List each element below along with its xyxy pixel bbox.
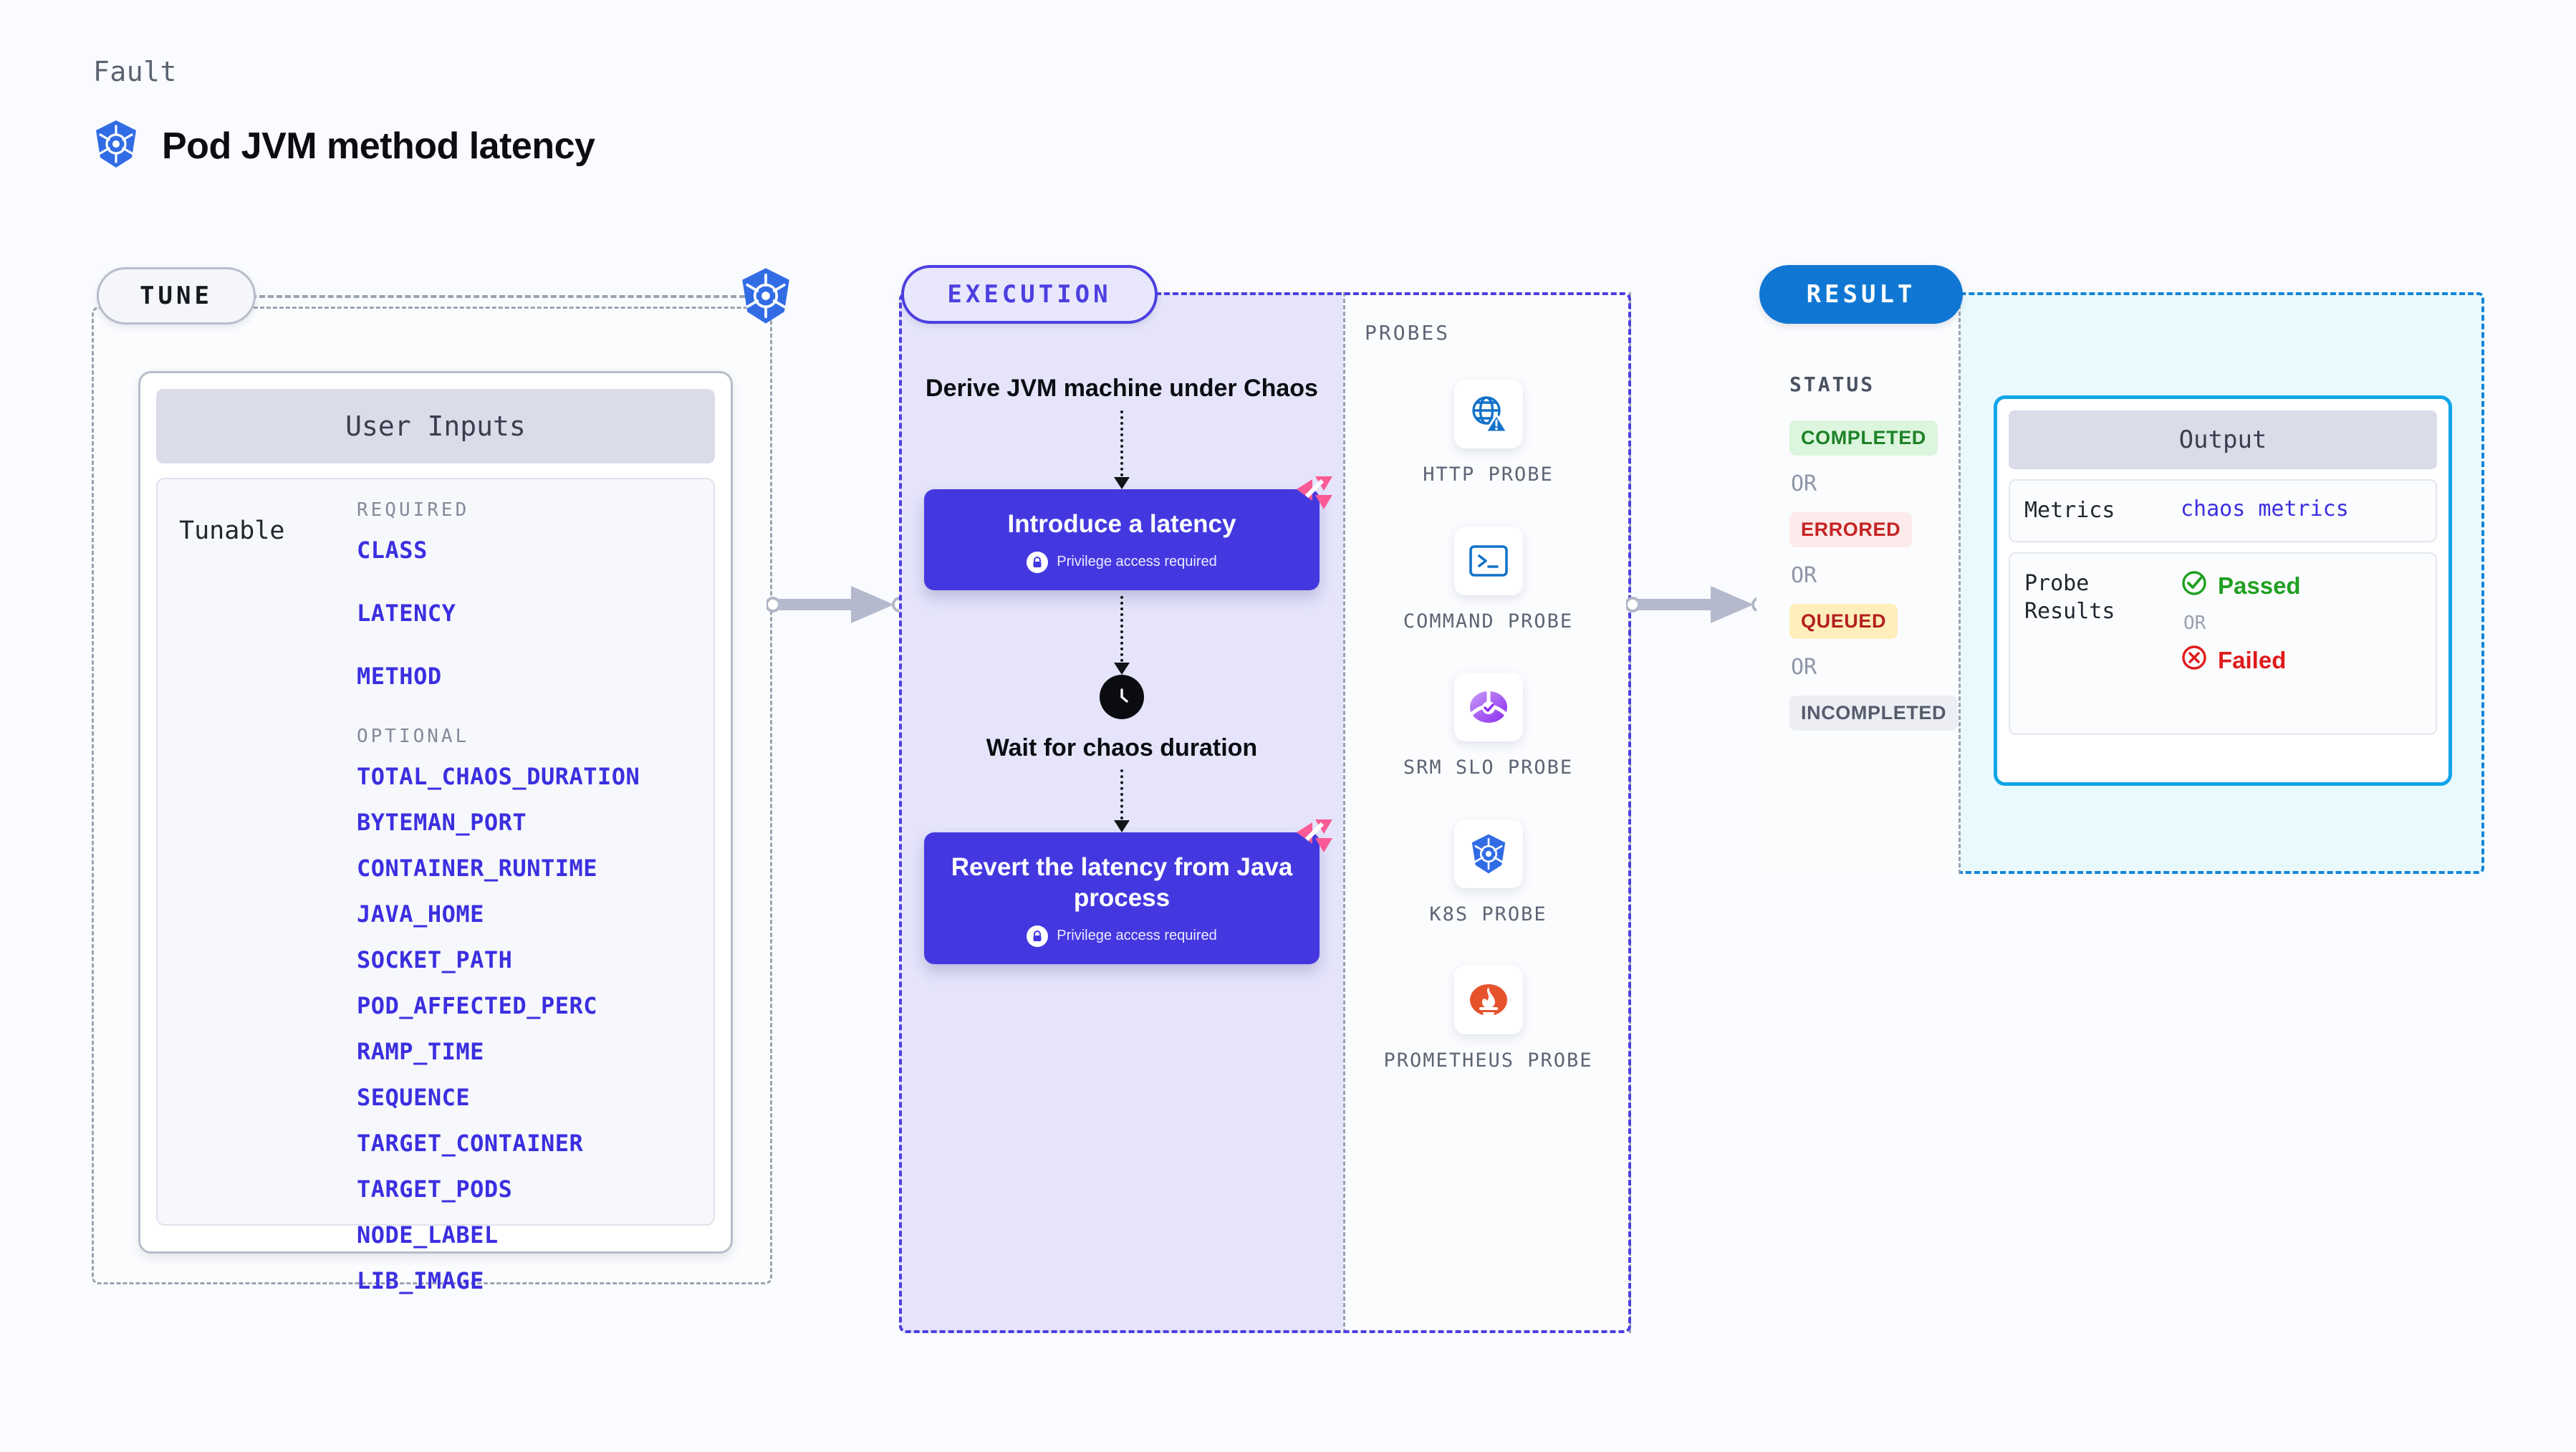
probe-label: SRM SLO PROBE — [1403, 756, 1574, 779]
optional-group-title: OPTIONAL — [357, 726, 470, 747]
param-item[interactable]: TOTAL_CHAOS_DURATION — [357, 763, 640, 790]
revert-latency-node[interactable]: Revert the latency from Java process Pri… — [924, 819, 1332, 964]
flow-arrow — [924, 764, 1320, 832]
lock-icon — [1027, 925, 1049, 947]
or-separator: OR — [1791, 563, 1817, 588]
failed-label: Failed — [2218, 646, 2287, 673]
probe-label: COMMAND PROBE — [1403, 610, 1574, 633]
param-item[interactable]: SEQUENCE — [357, 1084, 471, 1111]
param-item[interactable]: JAVA_HOME — [357, 900, 484, 928]
result-badge[interactable]: RESULT — [1759, 265, 1963, 324]
or-separator: OR — [2183, 612, 2206, 634]
x-circle-icon — [2181, 644, 2208, 677]
page-kicker: Fault — [93, 56, 177, 87]
param-item[interactable]: CONTAINER_RUNTIME — [357, 855, 598, 882]
flow-arrow — [924, 590, 1320, 675]
probe-list: HTTP PROBE COMMAND PROBE — [1365, 380, 1612, 1112]
probe-failed: Failed — [2181, 644, 2301, 677]
param-item[interactable]: CLASS — [357, 537, 428, 564]
derive-step-label: Derive JVM machine under Chaos — [926, 375, 1318, 402]
probe-item-srm-slo[interactable]: SRM SLO PROBE — [1365, 673, 1612, 781]
litmus-icon — [1291, 472, 1335, 514]
output-header: Output — [2009, 410, 2437, 469]
execution-badge[interactable]: EXECUTION — [901, 265, 1158, 324]
kubernetes-icon — [93, 119, 139, 173]
param-columns: REQUIRED CLASS LATENCY METHOD OPTIONAL T… — [342, 499, 701, 1294]
execution-flow: Derive JVM machine under Chaos Introduce… — [924, 372, 1332, 964]
param-item[interactable]: LIB_IMAGE — [357, 1267, 484, 1294]
user-inputs-header: User Inputs — [156, 389, 715, 463]
required-param-list: CLASS LATENCY METHOD — [357, 537, 701, 690]
status-badge: ERRORED — [1789, 512, 1913, 547]
status-title: STATUS — [1789, 372, 1875, 396]
clock-icon — [1100, 674, 1144, 719]
node-privilege-note: Privilege access required — [938, 925, 1305, 947]
status-badge: COMPLETED — [1789, 420, 1938, 456]
param-item[interactable]: SOCKET_PATH — [357, 946, 513, 973]
probes-subpanel — [1343, 292, 1631, 1333]
status-badge: QUEUED — [1789, 604, 1898, 639]
srm-slo-icon — [1453, 673, 1523, 742]
node-privilege-text: Privilege access required — [1057, 554, 1217, 570]
terminal-icon — [1453, 526, 1523, 595]
probe-results-values: Passed OR Failed — [2181, 569, 2301, 718]
metrics-label: Metrics — [2024, 498, 2115, 523]
probes-title: PROBES — [1365, 321, 1451, 345]
metrics-row: Metrics chaos metrics — [2009, 479, 2437, 542]
probe-results-row: Probe Results Passed OR — [2009, 552, 2437, 735]
param-item[interactable]: TARGET_CONTAINER — [357, 1130, 584, 1157]
probe-label: PROMETHEUS PROBE — [1383, 1049, 1593, 1072]
execution-to-result-arrow — [1626, 582, 1769, 628]
probe-item-k8s[interactable]: K8S PROBE — [1365, 819, 1612, 928]
tunable-label: Tunable — [179, 516, 285, 545]
param-item[interactable]: BYTEMAN_PORT — [357, 809, 527, 836]
tunable-section: Tunable REQUIRED CLASS LATENCY METHOD OP… — [156, 478, 715, 1294]
metrics-link[interactable]: chaos metrics — [2181, 496, 2349, 521]
wait-step: Wait for chaos duration — [924, 674, 1320, 764]
probe-item-http[interactable]: HTTP PROBE — [1365, 380, 1612, 488]
probe-passed: Passed — [2181, 569, 2301, 602]
param-item[interactable]: TARGET_PODS — [357, 1175, 513, 1203]
page-title: Pod JVM method latency — [162, 125, 595, 167]
probe-label: HTTP PROBE — [1423, 463, 1554, 486]
wait-step-label: Wait for chaos duration — [986, 734, 1258, 761]
probe-item-prometheus[interactable]: PROMETHEUS PROBE — [1365, 966, 1612, 1074]
node-title: Introduce a latency — [1007, 509, 1236, 538]
or-separator: OR — [1791, 471, 1817, 496]
param-item[interactable]: RAMP_TIME — [357, 1038, 484, 1065]
optional-param-list: TOTAL_CHAOS_DURATION BYTEMAN_PORT CONTAI… — [357, 763, 701, 1294]
flow-arrow — [924, 405, 1320, 489]
lock-icon — [1027, 551, 1049, 573]
output-card: Output Metrics chaos metrics Probe Resul… — [1994, 395, 2452, 786]
introduce-latency-node[interactable]: Introduce a latency Privilege access req… — [924, 476, 1332, 590]
probe-item-command[interactable]: COMMAND PROBE — [1365, 526, 1612, 635]
status-list: STATUS COMPLETED OR ERRORED OR QUEUED OR… — [1789, 372, 1961, 731]
param-item[interactable]: NODE_LABEL — [357, 1221, 499, 1249]
or-separator: OR — [1791, 655, 1817, 680]
tune-badge[interactable]: TUNE — [97, 267, 256, 324]
probe-label: K8S PROBE — [1429, 903, 1547, 925]
result-status-column — [1756, 292, 1961, 874]
kubernetes-icon — [736, 266, 795, 325]
node-privilege-note: Privilege access required — [938, 551, 1305, 573]
execution-panel — [899, 292, 1631, 1333]
page-header: Pod JVM method latency — [93, 119, 595, 173]
kubernetes-icon — [1453, 819, 1523, 888]
tune-top-connector — [251, 295, 745, 298]
required-group-title: REQUIRED — [357, 499, 470, 521]
status-badge: INCOMPLETED — [1789, 696, 1959, 731]
param-item[interactable]: LATENCY — [357, 600, 456, 627]
tune-to-execution-arrow — [766, 582, 910, 628]
prometheus-icon — [1453, 966, 1523, 1035]
node-title: Revert the latency from Java process — [951, 853, 1293, 913]
node-privilege-text: Privilege access required — [1057, 928, 1217, 944]
check-circle-icon — [2181, 569, 2208, 602]
passed-label: Passed — [2218, 572, 2301, 599]
param-item[interactable]: METHOD — [357, 663, 442, 690]
probe-results-label: Probe Results — [2024, 570, 2115, 625]
param-item[interactable]: POD_AFFECTED_PERC — [357, 992, 598, 1019]
user-inputs-card: User Inputs Tunable REQUIRED CLASS LATEN… — [138, 371, 733, 1294]
globe-warning-icon — [1453, 380, 1523, 448]
litmus-icon — [1291, 815, 1335, 857]
